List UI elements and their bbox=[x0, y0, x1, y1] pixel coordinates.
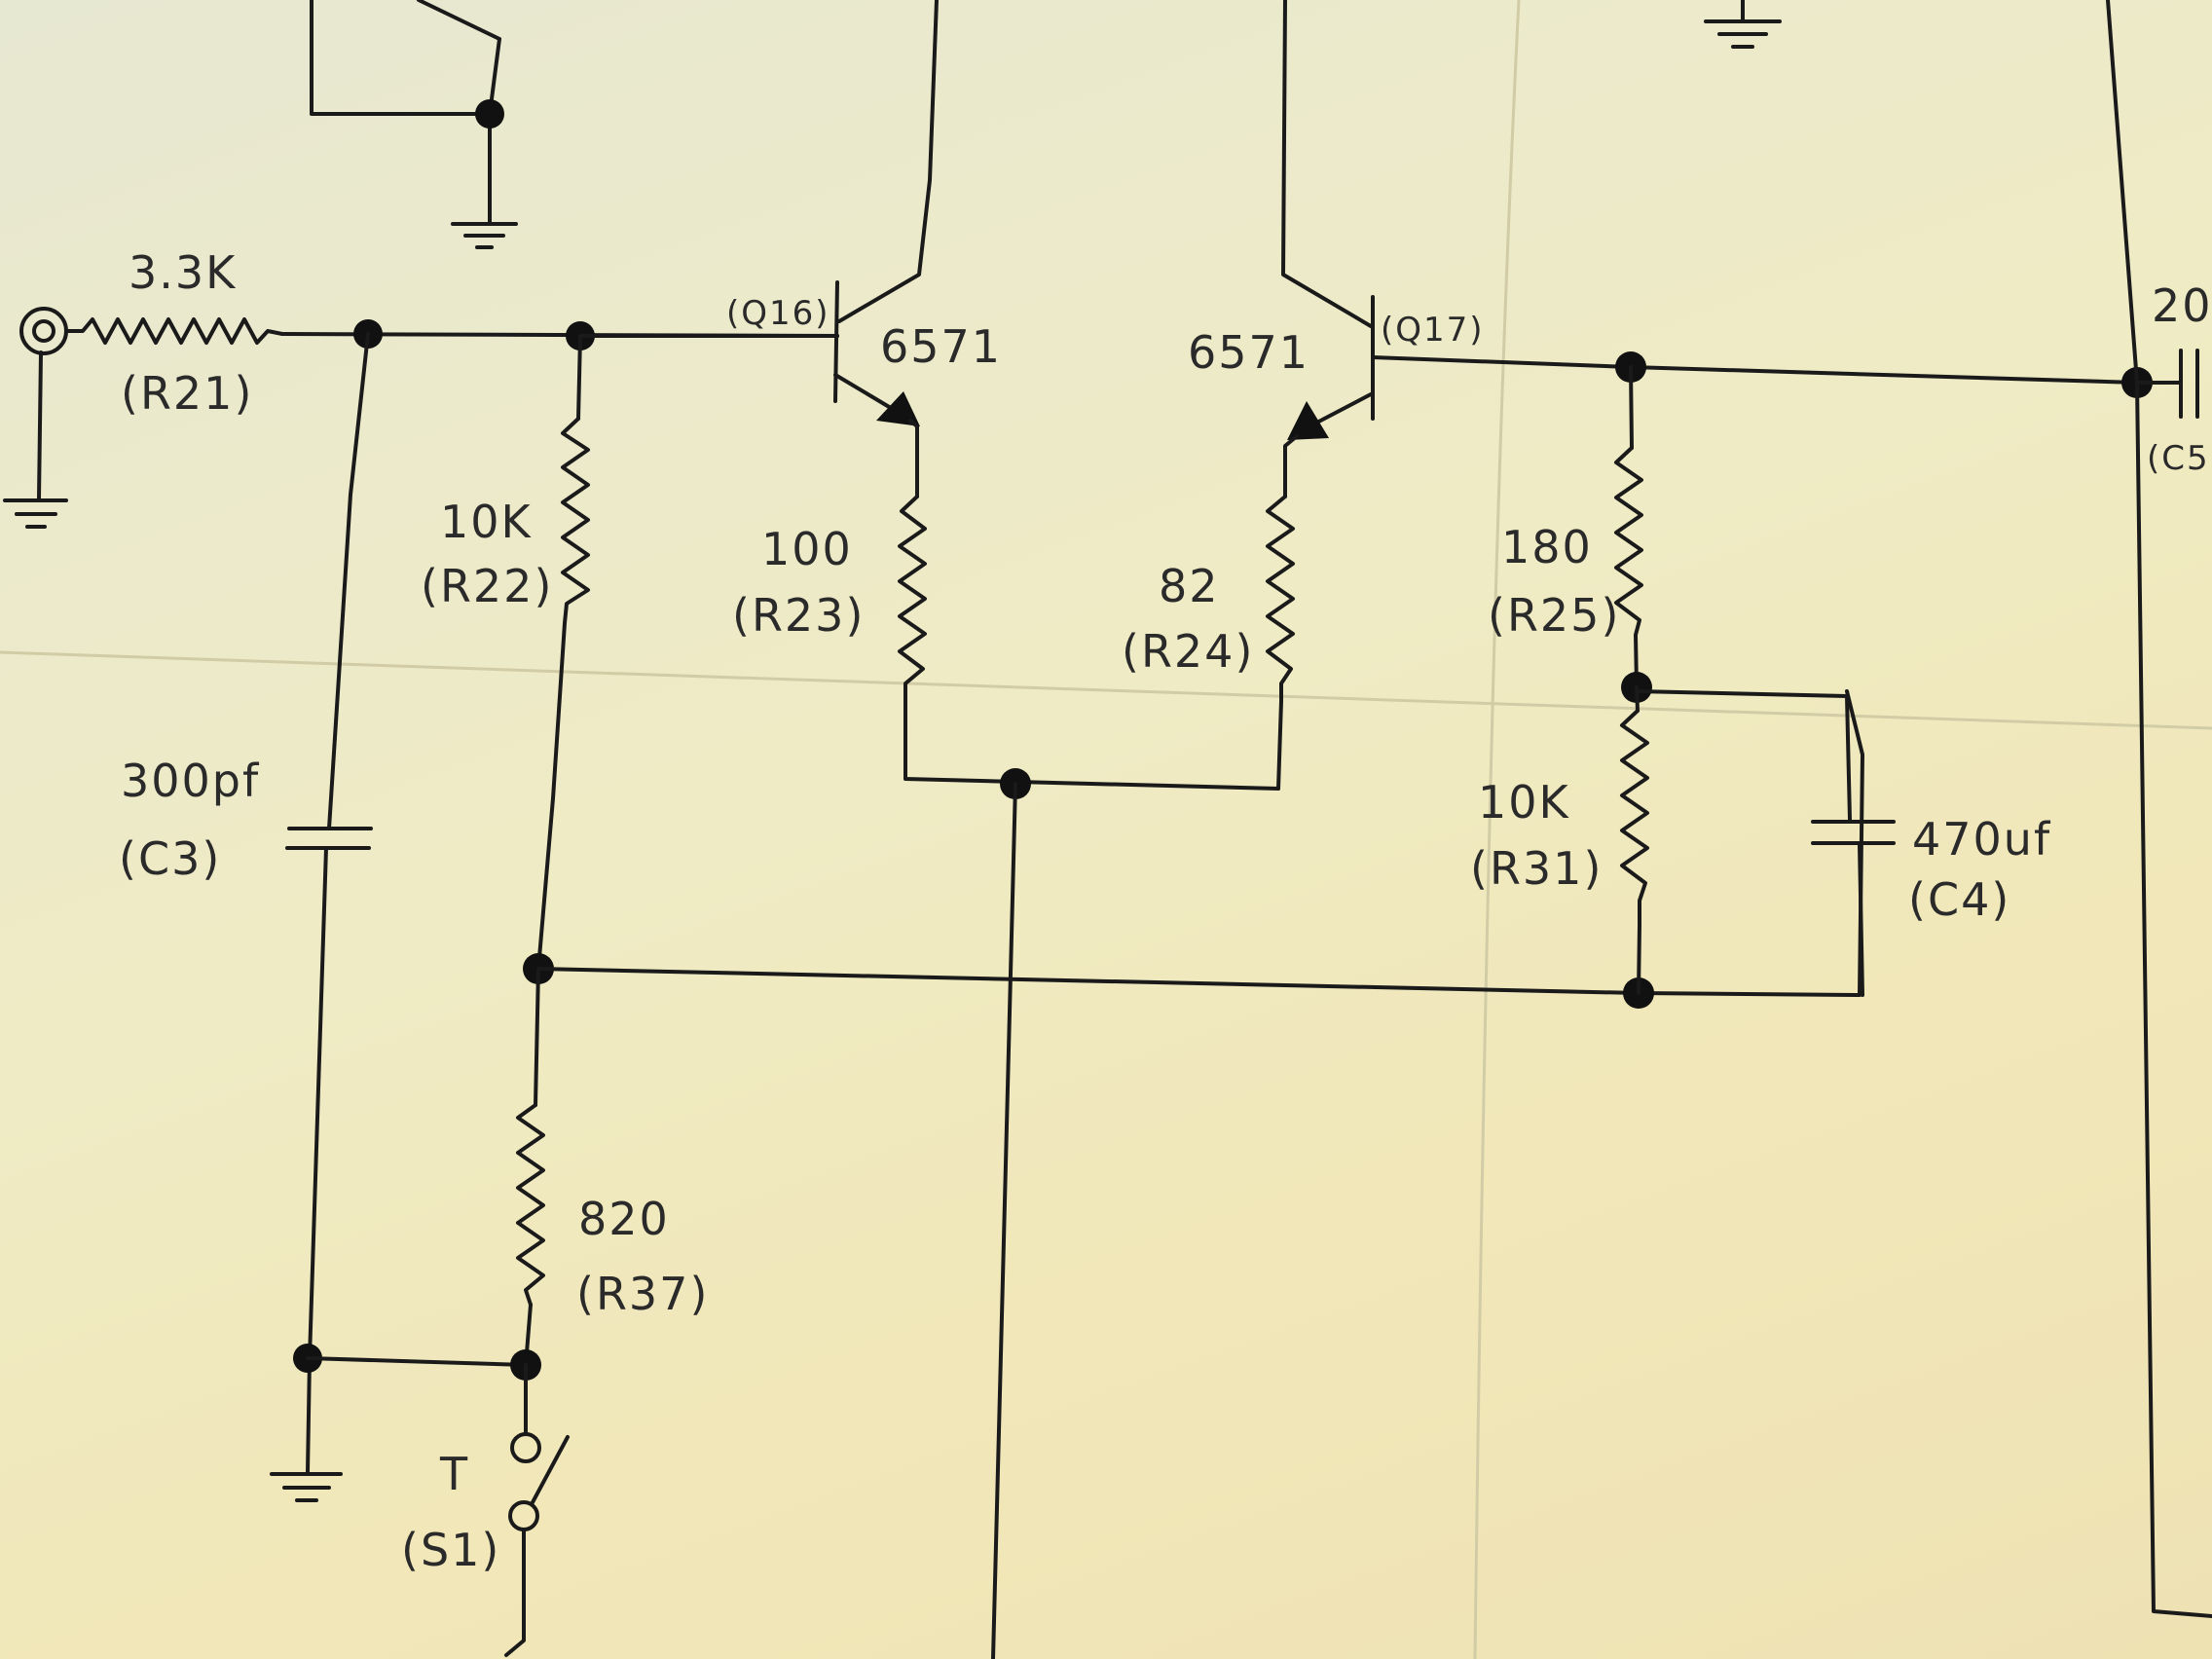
q16-value-label: 6571 bbox=[880, 320, 1002, 373]
r22-top-lead bbox=[576, 334, 582, 421]
q17-ref-label: (Q17) bbox=[1381, 311, 1485, 350]
c5-value-label-partial: 20 bbox=[2152, 279, 2212, 332]
ground-symbol-top-left bbox=[451, 222, 518, 249]
junction-dot bbox=[475, 99, 504, 129]
r22-bottom-lead bbox=[536, 621, 567, 971]
resistor-r37 bbox=[516, 1103, 545, 1307]
input-jack-icon bbox=[19, 307, 68, 355]
r25-value-label: 180 bbox=[1501, 521, 1593, 573]
r23-ref-label: (R23) bbox=[732, 589, 865, 642]
r25-ref-label: (R25) bbox=[1488, 589, 1620, 642]
c3-ref-label: (C3) bbox=[119, 832, 221, 885]
q16-base-bar bbox=[833, 280, 839, 403]
top-left-loop-wire bbox=[310, 0, 501, 116]
r24-ref-label: (R24) bbox=[1122, 625, 1254, 678]
ground-symbol-input bbox=[3, 498, 68, 529]
jack-ground-lead bbox=[37, 350, 43, 500]
r31-value-label: 10K bbox=[1478, 776, 1570, 829]
c3-bottom-lead bbox=[306, 846, 328, 1474]
q17-base-wire bbox=[1371, 355, 2139, 385]
r24-value-label: 82 bbox=[1159, 560, 1220, 612]
r21-ref-label: (R21) bbox=[121, 367, 253, 420]
r37-ref-label: (R37) bbox=[576, 1268, 709, 1320]
c4-value-label: 470uf bbox=[1912, 813, 2051, 866]
switch-s1-lever bbox=[530, 1435, 570, 1506]
c4-top-lead bbox=[1635, 689, 1852, 822]
q16-emitter-arrow bbox=[876, 391, 920, 426]
resistor-r25 bbox=[1614, 446, 1643, 689]
q17-emitter-arrow bbox=[1287, 401, 1329, 440]
q17-collector bbox=[1281, 0, 1373, 328]
s1-value-label: T bbox=[439, 1448, 469, 1500]
fold-crease-horizontal bbox=[0, 650, 2212, 730]
resistor-r21 bbox=[64, 317, 284, 345]
c4-bottom-lead bbox=[1858, 843, 1864, 997]
r23-value-label: 100 bbox=[761, 523, 853, 575]
q17-emitter bbox=[1308, 392, 1373, 428]
tail-wire bbox=[991, 782, 1017, 1659]
c5-ref-label-partial: (C5 bbox=[2147, 439, 2210, 478]
c4-ref-label: (C4) bbox=[1908, 873, 2010, 926]
c3-top-lead bbox=[327, 332, 370, 830]
r22-ref-label: (R22) bbox=[421, 560, 553, 612]
s1-ref-label: (S1) bbox=[401, 1524, 500, 1576]
q17-value-label: 6571 bbox=[1188, 326, 1309, 379]
right-rail-wire bbox=[2106, 0, 2212, 1618]
c3-value-label: 300pf bbox=[121, 755, 260, 807]
switch-s1-contact-bottom bbox=[508, 1500, 539, 1531]
r37-top-lead bbox=[534, 967, 540, 1107]
r25-top-lead bbox=[1629, 365, 1634, 450]
q16-emitter-lead bbox=[908, 419, 919, 498]
r21-value-label: 3.3K bbox=[129, 246, 237, 299]
resistor-r22 bbox=[561, 417, 590, 625]
q17-emitter-lead bbox=[1283, 434, 1299, 498]
ground-symbol-bottom-left bbox=[270, 1472, 343, 1502]
q16-ref-label: (Q16) bbox=[726, 294, 830, 333]
switch-s1-contact-top bbox=[510, 1432, 541, 1463]
r31-ref-label: (R31) bbox=[1470, 842, 1603, 895]
bias-bus-wire bbox=[536, 689, 1864, 997]
ground-symbol-top bbox=[1704, 19, 1782, 49]
resistor-r23 bbox=[898, 495, 927, 695]
q16-collector bbox=[837, 0, 939, 323]
top-left-diagonal bbox=[417, 0, 501, 41]
r31-top-lead bbox=[1635, 685, 1640, 713]
ground-tie-wire bbox=[306, 1356, 528, 1367]
s1-bottom-lead bbox=[504, 1528, 526, 1657]
emitter-tie-wire bbox=[903, 691, 1283, 791]
resistor-r31 bbox=[1620, 709, 1649, 995]
resistor-r24 bbox=[1266, 495, 1295, 703]
r22-value-label: 10K bbox=[440, 496, 533, 548]
r37-value-label: 820 bbox=[578, 1193, 670, 1245]
fold-crease-vertical bbox=[1473, 0, 1521, 1659]
